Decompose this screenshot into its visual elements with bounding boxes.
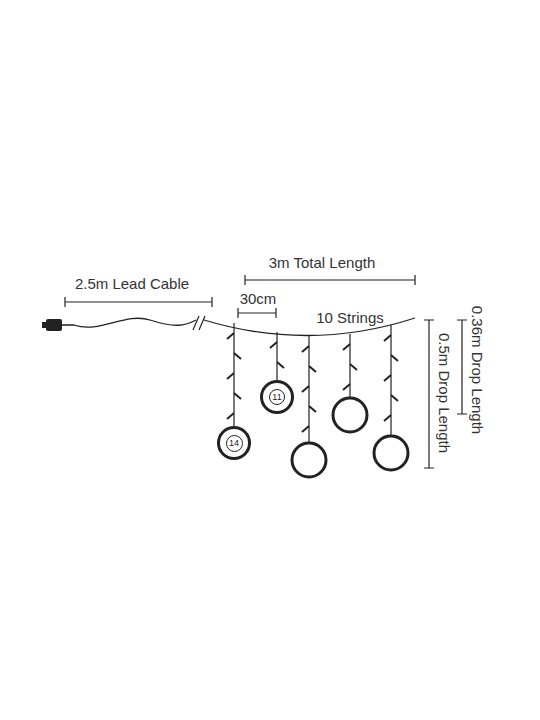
plug-pin (42, 322, 48, 328)
dimension-bracket (457, 320, 467, 414)
dimension-bracket (424, 320, 434, 468)
ball-number: 14 (226, 435, 243, 452)
icicle-led (302, 426, 309, 432)
light-ball (333, 398, 367, 432)
drop-string (390, 325, 391, 436)
icicle-led (227, 333, 234, 339)
icicle-led (384, 335, 391, 341)
dimension-bracket (238, 308, 276, 318)
lead-cable (62, 318, 196, 327)
numbered-ball: 11 (260, 380, 294, 414)
plug (46, 319, 62, 331)
icicle-led (227, 373, 234, 379)
icicle-led (227, 413, 234, 419)
icicle-led (391, 355, 398, 361)
icicle-led (384, 375, 391, 381)
icicle-led (384, 415, 391, 421)
dimension-label: 3m Total Length (269, 255, 375, 270)
dimension-bracket (245, 275, 415, 285)
icicle-led (343, 384, 350, 390)
icicle-led (234, 393, 241, 399)
icicle-led (302, 386, 309, 392)
dimension-bracket (65, 297, 212, 307)
light-ball (292, 443, 326, 477)
icicle-led (302, 346, 309, 352)
break-mark (193, 316, 205, 330)
drop-string (276, 332, 277, 380)
numbered-ball: 14 (217, 426, 251, 460)
light-ball (374, 436, 408, 470)
icicle-led (309, 366, 316, 372)
icicle-led (309, 406, 316, 412)
dimension-label: 30cm (240, 291, 277, 306)
dimension-label-vertical: 0.5m Drop Length (437, 333, 452, 453)
ball-number: 11 (269, 389, 285, 405)
dimension-label-vertical: 0.36m Drop Length (470, 306, 485, 434)
dimension-label: 10 Strings (316, 310, 384, 325)
icicle-led (234, 353, 241, 359)
icicle-led (277, 362, 284, 368)
icicle-led (343, 344, 350, 350)
dimension-label: 2.5m Lead Cable (75, 276, 189, 291)
icicle-led (270, 342, 277, 348)
icicle-led (350, 364, 357, 370)
icicle-led (391, 395, 398, 401)
